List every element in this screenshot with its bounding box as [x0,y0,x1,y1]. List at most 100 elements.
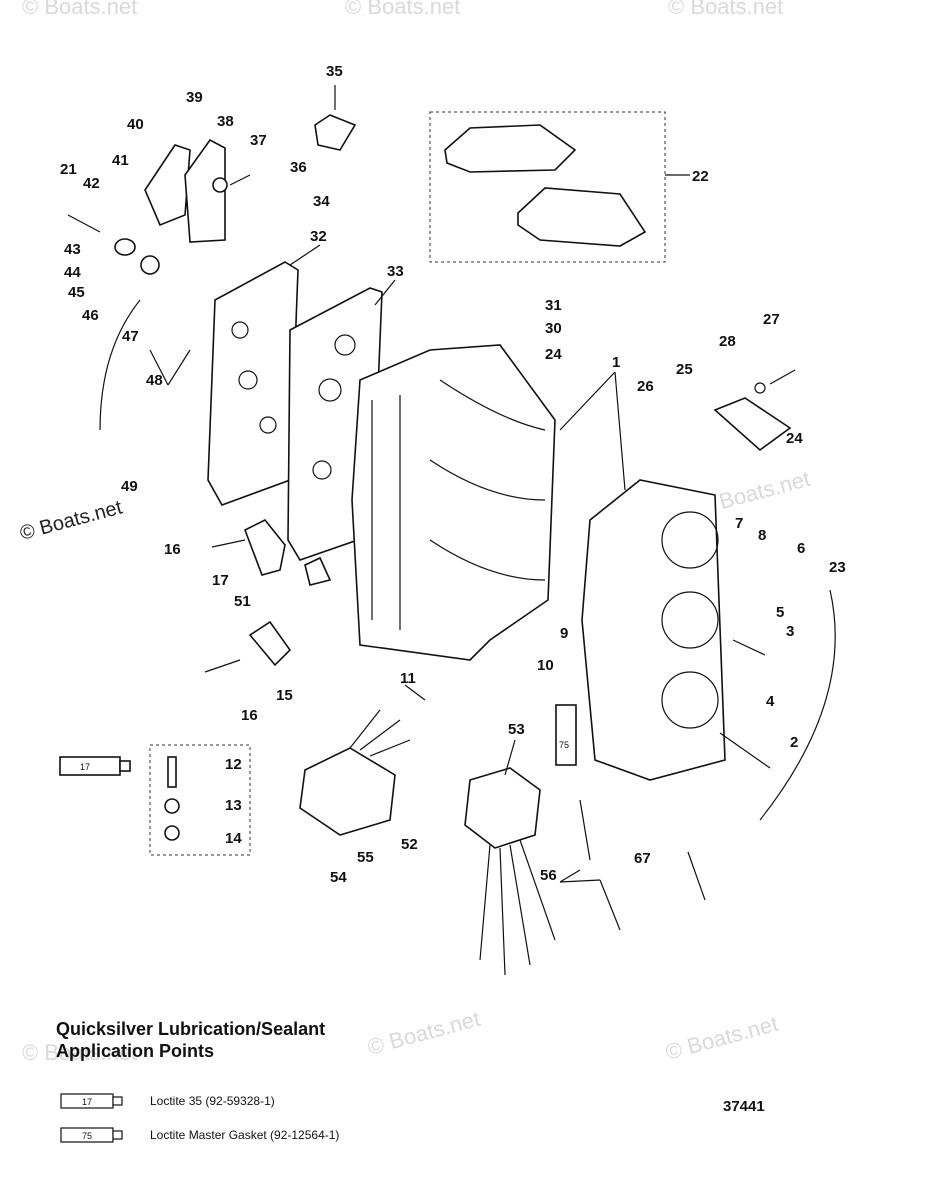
cylinder-block [351,344,556,661]
block-detail [439,379,546,431]
exhaust-cover [207,261,299,506]
leader-line [149,349,191,386]
legend-title-line: Quicksilver Lubrication/Sealant [56,1019,326,1039]
diaphragm [140,255,160,275]
callout-42: 42 [83,175,100,192]
callout-24a: 24 [545,346,562,363]
callout-34: 34 [313,193,330,210]
bolt [211,539,246,548]
callout-26: 26 [637,378,654,395]
callout-53: 53 [508,721,525,738]
leader-line [559,371,626,491]
lower-bracket [248,620,292,667]
callout-27: 27 [763,311,780,328]
hose [99,299,141,431]
gasket-port [318,378,342,402]
callout-2: 2 [790,734,798,751]
diagram-number: 37441 [723,1098,765,1115]
reed-plate-lower [517,187,647,247]
tube-label: 17 [80,762,90,772]
callout-37: 37 [250,132,267,149]
sealant-tube-icon: 17 [60,1093,123,1109]
callout-5: 5 [776,604,784,621]
bolt-hole [238,370,258,390]
callout-25: 25 [676,361,693,378]
callout-22: 22 [692,168,709,185]
switch-box-group [464,767,556,976]
leader-line [404,684,426,701]
callout-47: 47 [122,328,139,345]
callout-13: 13 [225,797,242,814]
callout-8: 8 [758,527,766,544]
cable-bracket [243,518,286,576]
callout-56: 56 [540,867,557,884]
spring [67,214,101,233]
stud-kit-group [149,744,251,856]
crankcase-body [581,479,726,781]
sealant-tube-icon: 75 [60,1127,123,1143]
callout-32: 32 [310,228,327,245]
sealant-tube-17: 17 [59,756,131,776]
wires [479,839,556,976]
sealant-tube-75: 75 [555,704,577,766]
tube-code: 17 [82,1097,92,1107]
callout-30: 30 [545,320,562,337]
watermark: © Boats.net [22,1040,137,1065]
bypass-valve-group [67,114,357,431]
callout-45: 45 [68,284,85,301]
callout-39: 39 [186,89,203,106]
callout-36: 36 [290,159,307,176]
bearing-bore [661,511,719,569]
callout-24b: 24 [786,430,803,447]
callout-16b: 16 [241,707,258,724]
callout-54: 54 [330,869,347,886]
grommet [212,177,228,193]
bolt [719,732,771,769]
block-detail [429,539,546,581]
wires [349,709,411,757]
watermark: © Boats.net [668,0,783,19]
callout-7: 7 [735,515,743,532]
hose [759,589,836,821]
callout-40: 40 [127,116,144,133]
harness-group [579,589,836,931]
gasket-port [334,334,356,356]
callout-31: 31 [545,297,562,314]
callout-14: 14 [225,830,242,847]
callout-49: 49 [121,478,138,495]
bearing-bore [661,591,719,649]
callout-3: 3 [786,623,794,640]
bolt [204,659,241,673]
switch-box [464,767,541,849]
callout-28: 28 [719,333,736,350]
cover-gasket [184,138,226,243]
cover-plate [144,144,191,227]
tube-cap [119,760,131,772]
valve-poppet [114,238,136,256]
callout-10: 10 [537,657,554,674]
watermark: © Boats.net [365,1006,483,1060]
callout-16a: 16 [164,541,181,558]
reed-plate-upper [444,124,577,173]
callout-1: 1 [612,354,620,371]
clip [304,556,332,586]
rectifier [299,747,396,836]
crankcase [581,479,726,781]
nut [164,825,180,841]
callout-55: 55 [357,849,374,866]
cylinder-block-body [351,344,556,661]
callout-35: 35 [326,63,343,80]
mount-bracket-group [204,518,332,673]
callout-44: 44 [64,264,81,281]
bracket [314,114,357,151]
leader-line [559,869,601,883]
callout-48: 48 [146,372,163,389]
lockwasher [164,798,180,814]
leader-line [504,739,516,776]
callout-9: 9 [560,625,568,642]
watermark: © Boats.net [18,496,125,544]
callout-67: 67 [634,850,651,867]
callout-43: 43 [64,241,81,258]
watermark: © Boats.net [663,1011,781,1065]
callout-51: 51 [234,593,251,610]
